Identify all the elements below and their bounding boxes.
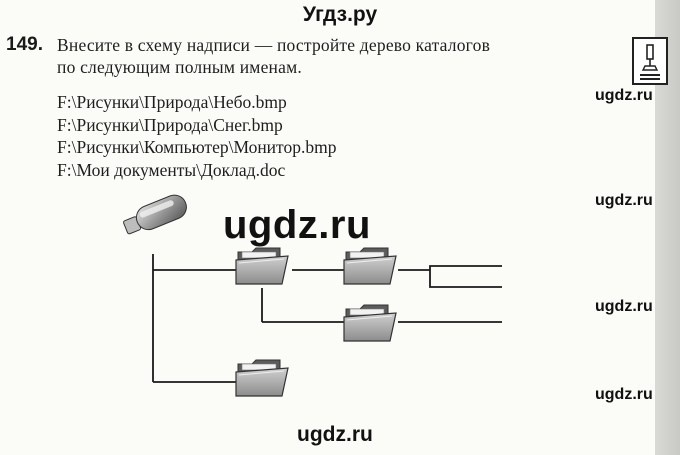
watermark-footer: ugdz.ru [297,423,373,446]
watermark-large: ugdz.ru [223,203,371,247]
folder-icon [235,359,289,397]
computer-task-icon [632,37,668,85]
tree-connectors [152,254,502,383]
task-number: 149. [6,34,43,55]
site-title: Угдз.ру [302,3,378,26]
path-item: F:\Рисунки\Природа\Небо.bmp [57,92,287,112]
watermark: ugdz.ru [595,87,653,104]
folder-icon [343,247,397,285]
task-text-line-1: Внесите в схему надписи — постройте дере… [57,35,491,55]
path-item: F:\Мои документы\Доклад.doc [57,159,286,180]
folder-icon [235,247,289,285]
usb-flash-drive-icon [123,194,187,235]
path-item: F:\Рисунки\Компьютер\Монитор.bmp [57,137,337,157]
task-text-line-2: по следующим полным именам. [57,57,302,77]
task-text: Внесите в схему надписи — постройте дере… [57,34,617,78]
watermark: ugdz.ru [595,192,653,209]
path-item: F:\Рисунки\Природа\Снег.bmp [57,114,283,135]
folder-icon [343,304,397,342]
watermark: ugdz.ru [595,298,653,315]
path-list: F:\Рисунки\Природа\Небо.bmp F:\Рисунки\П… [57,91,336,181]
watermark: ugdz.ru [595,386,653,403]
